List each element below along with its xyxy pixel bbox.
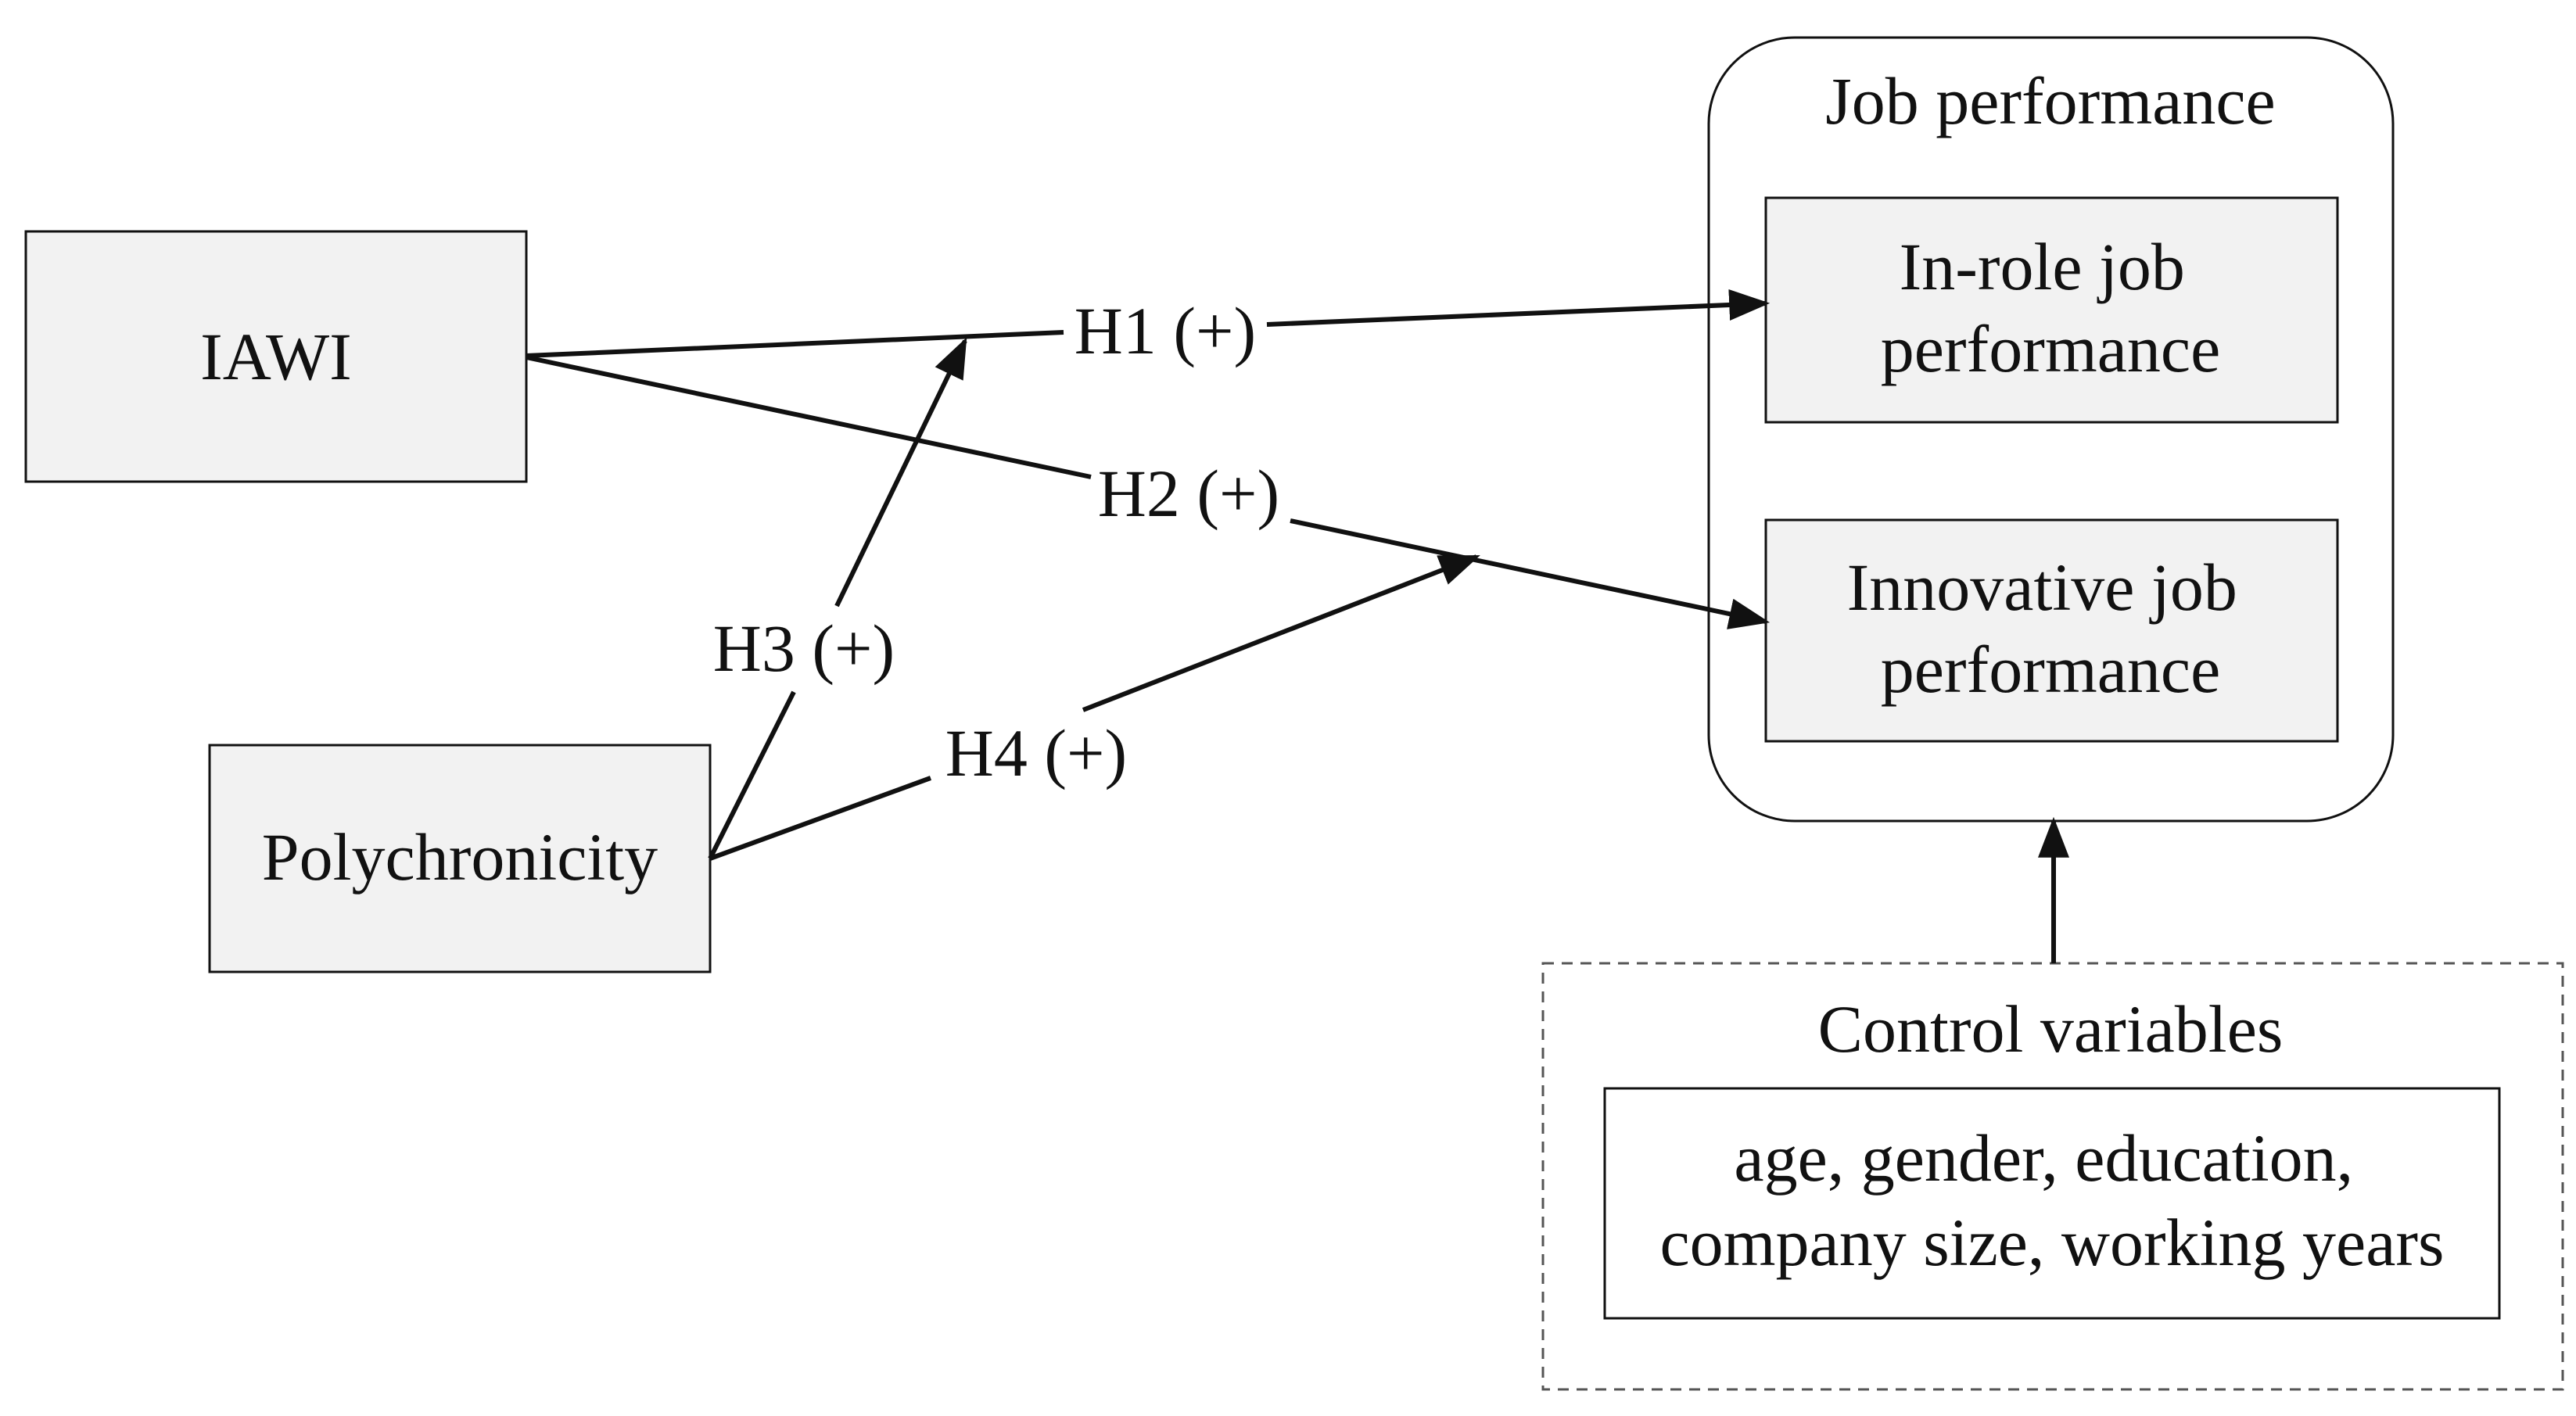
in-role-line-2: performance xyxy=(1881,311,2221,386)
control-variables-line-1: age, gender, education, xyxy=(1734,1120,2353,1196)
control-variables-line-2: company size, working years xyxy=(1659,1205,2444,1280)
in-role-job-performance-label: In-role job performance xyxy=(1881,229,2221,386)
iawi-box xyxy=(24,230,528,483)
polychronicity-label: Polychronicity xyxy=(262,819,658,894)
control-variables-list: age, gender, education, company size, wo… xyxy=(1659,1120,2444,1280)
in-role-job-performance-box xyxy=(1764,196,2339,424)
h4-arrow-segment-b xyxy=(1082,554,1480,712)
h2-arrow-segment-a xyxy=(526,355,1092,479)
control-variables-list-box xyxy=(1603,1087,2501,1320)
h3-arrow-segment-b xyxy=(834,337,967,608)
h2-arrow-segment-b xyxy=(1290,518,1771,629)
h3-arrow-segment-a xyxy=(708,690,796,860)
innovative-line-2: performance xyxy=(1881,632,2221,707)
in-role-line-1: In-role job xyxy=(1900,229,2185,304)
h3-label: H3 (+) xyxy=(713,611,895,686)
h1-arrow-segment-a xyxy=(526,330,1064,358)
h1-label: H1 (+) xyxy=(1075,293,1256,368)
h2-label: H2 (+) xyxy=(1098,456,1279,531)
control-variables-title: Control variables xyxy=(1818,991,2284,1066)
polychronicity-box xyxy=(208,744,712,973)
job-performance-group: Job performance In-role job performance … xyxy=(1707,36,2395,823)
h1-arrow-segment-b xyxy=(1266,289,1771,327)
h4-label: H4 (+) xyxy=(945,715,1127,790)
innovative-job-performance-box xyxy=(1764,518,2339,743)
iawi-label: IAWI xyxy=(200,319,352,394)
job-performance-title: Job performance xyxy=(1825,63,2275,138)
h4-arrow-segment-a xyxy=(709,776,932,861)
innovative-line-1: Innovative job xyxy=(1847,550,2237,625)
innovative-job-performance-label: Innovative job performance xyxy=(1847,550,2255,707)
control-variables-group: Control variables age, gender, education… xyxy=(1541,962,2564,1391)
